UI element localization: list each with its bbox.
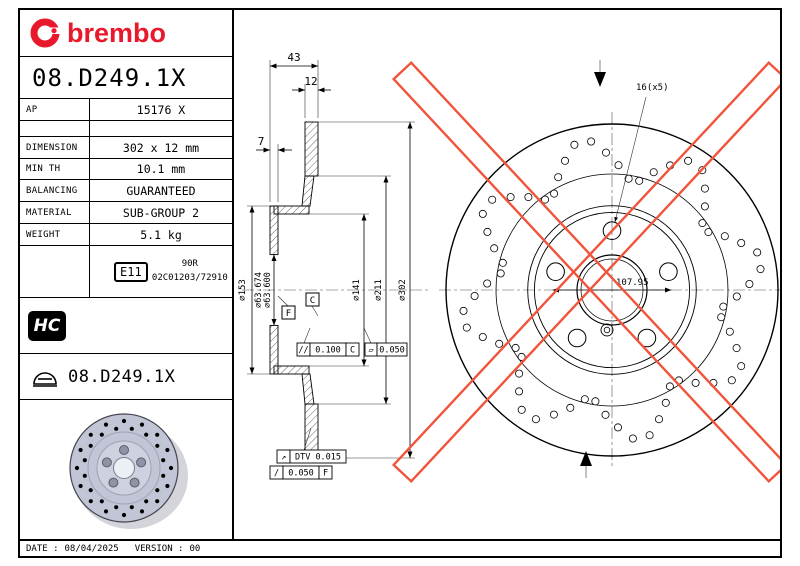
- hc-badge: HC: [28, 310, 66, 341]
- e11-badge: E11: [114, 261, 148, 282]
- tolerance-symbol: ▱: [368, 346, 374, 356]
- dimension-label: ⌀302: [398, 279, 408, 301]
- extension-lines: [247, 60, 415, 459]
- tolerance-datum: C: [350, 346, 355, 356]
- drilled-holes-pattern: [459, 137, 765, 443]
- homologation-line1: 90R: [181, 259, 198, 269]
- brand-name: brembo: [67, 17, 167, 48]
- spec-row-balancing: BALANCING GUARANTEED: [20, 180, 232, 202]
- spec-value: 302 x 12 mm: [122, 140, 200, 155]
- dimension-label: 12: [304, 75, 317, 88]
- tolerance-value: DTV 0.015: [295, 453, 341, 463]
- spec-row-dimension: DIMENSION 302 x 12 mm: [20, 137, 232, 159]
- datum-box-f: [281, 305, 296, 320]
- spec-label: WEIGHT: [20, 224, 90, 245]
- spec-label: AP: [20, 99, 90, 120]
- brand-header: brembo: [20, 10, 232, 57]
- part-number: 08.D249.1X: [20, 57, 232, 99]
- dimension-label: ⌀153: [238, 279, 248, 301]
- spec-label: MATERIAL: [20, 202, 90, 223]
- spec-value: GUARANTEED: [126, 183, 196, 198]
- watermark-cross: [391, 60, 789, 484]
- spec-row-ap: AP 15176 X: [20, 99, 232, 121]
- photo-drilled-holes: [74, 418, 174, 517]
- tolerance-symbol: //: [298, 346, 308, 356]
- dimension-lines: [249, 63, 413, 458]
- dimension-label: 7: [258, 135, 265, 148]
- section-material: [269, 121, 319, 459]
- hc-row: HC: [20, 298, 232, 354]
- homologation-codes: 90R 02C01203/72910: [148, 258, 232, 285]
- section-view: 43 12 7 ⌀153 ⌀63.674 ⌀63.600 ⌀141 ⌀211 ⌀…: [238, 51, 430, 480]
- spacer-row: [20, 121, 232, 137]
- spec-value: 15176 X: [136, 102, 186, 117]
- dimension-label: ⌀141: [352, 279, 362, 301]
- spec-label: BALANCING: [20, 180, 90, 201]
- dimension-label: ⌀211: [374, 279, 384, 301]
- spec-row-min-th: MIN TH 10.1 mm: [20, 159, 232, 180]
- dimension-label: ⌀63.600: [263, 272, 273, 308]
- datum-label: C: [310, 296, 315, 306]
- spec-panel: brembo 08.D249.1X AP 15176 X DIMENSION 3…: [20, 10, 234, 539]
- homologation-line2: 02C01203/72910: [151, 272, 228, 283]
- datum-box-c: [305, 292, 320, 307]
- bolt-holes: [546, 221, 678, 348]
- date-value: 08/04/2025: [64, 543, 119, 554]
- front-view: 107.95 16(x5): [439, 60, 784, 478]
- datum-label: F: [286, 309, 291, 319]
- locating-hole: [600, 323, 614, 337]
- dimension-label: ⌀63.674: [254, 272, 264, 308]
- tolerance-symbol: ↗: [281, 453, 286, 463]
- date-label: DATE :: [26, 543, 59, 554]
- footer-bar: DATE : 08/04/2025 VERSION : 00: [20, 539, 780, 556]
- version-label: VERSION :: [134, 543, 184, 554]
- technical-drawing: 43 12 7 ⌀153 ⌀63.674 ⌀63.600 ⌀141 ⌀211 ⌀…: [234, 10, 789, 539]
- spec-label: DIMENSION: [20, 137, 90, 158]
- tolerance-value: 0.100: [315, 346, 341, 356]
- version-value: 00: [189, 543, 201, 554]
- spec-value: 10.1 mm: [136, 162, 186, 176]
- spec-value: 5.1 kg: [140, 227, 182, 242]
- part-number-2: 08.D249.1X: [68, 366, 176, 387]
- disc-photo: [69, 412, 188, 529]
- tolerance-symbol: /: [274, 469, 279, 479]
- section-cut-arrows: [580, 60, 606, 478]
- sheet-frame: brembo 08.D249.1X AP 15176 X DIMENSION 3…: [18, 8, 789, 558]
- tolerance-value: 0.050: [288, 469, 314, 479]
- spec-value: SUB-GROUP 2: [122, 205, 200, 220]
- spec-row-material: MATERIAL SUB-GROUP 2: [20, 202, 232, 224]
- spacer-cell: [20, 121, 90, 136]
- dimension-label: 107.95: [616, 278, 649, 288]
- disc-photo-row: [20, 400, 232, 539]
- spec-row-weight: WEIGHT 5.1 kg: [20, 224, 232, 246]
- homologated-part-row: 08.D249.1X: [20, 354, 232, 400]
- homologation-row: E11 90R 02C01203/72910: [20, 246, 232, 298]
- dimension-label: 43: [287, 51, 300, 64]
- homologation-spacer: [20, 246, 90, 297]
- helmet-icon: [33, 371, 57, 387]
- tolerance-value: 0.050: [379, 346, 405, 356]
- dimension-label: 16(x5): [636, 83, 669, 93]
- tolerance-frames: // 0.100 C ▱ 0.050 ↗ DTV 0.015 / 0.050 F: [269, 342, 408, 480]
- spec-label: MIN TH: [20, 159, 90, 179]
- tolerance-datum: F: [323, 469, 328, 479]
- brembo-logo-icon: [30, 18, 62, 48]
